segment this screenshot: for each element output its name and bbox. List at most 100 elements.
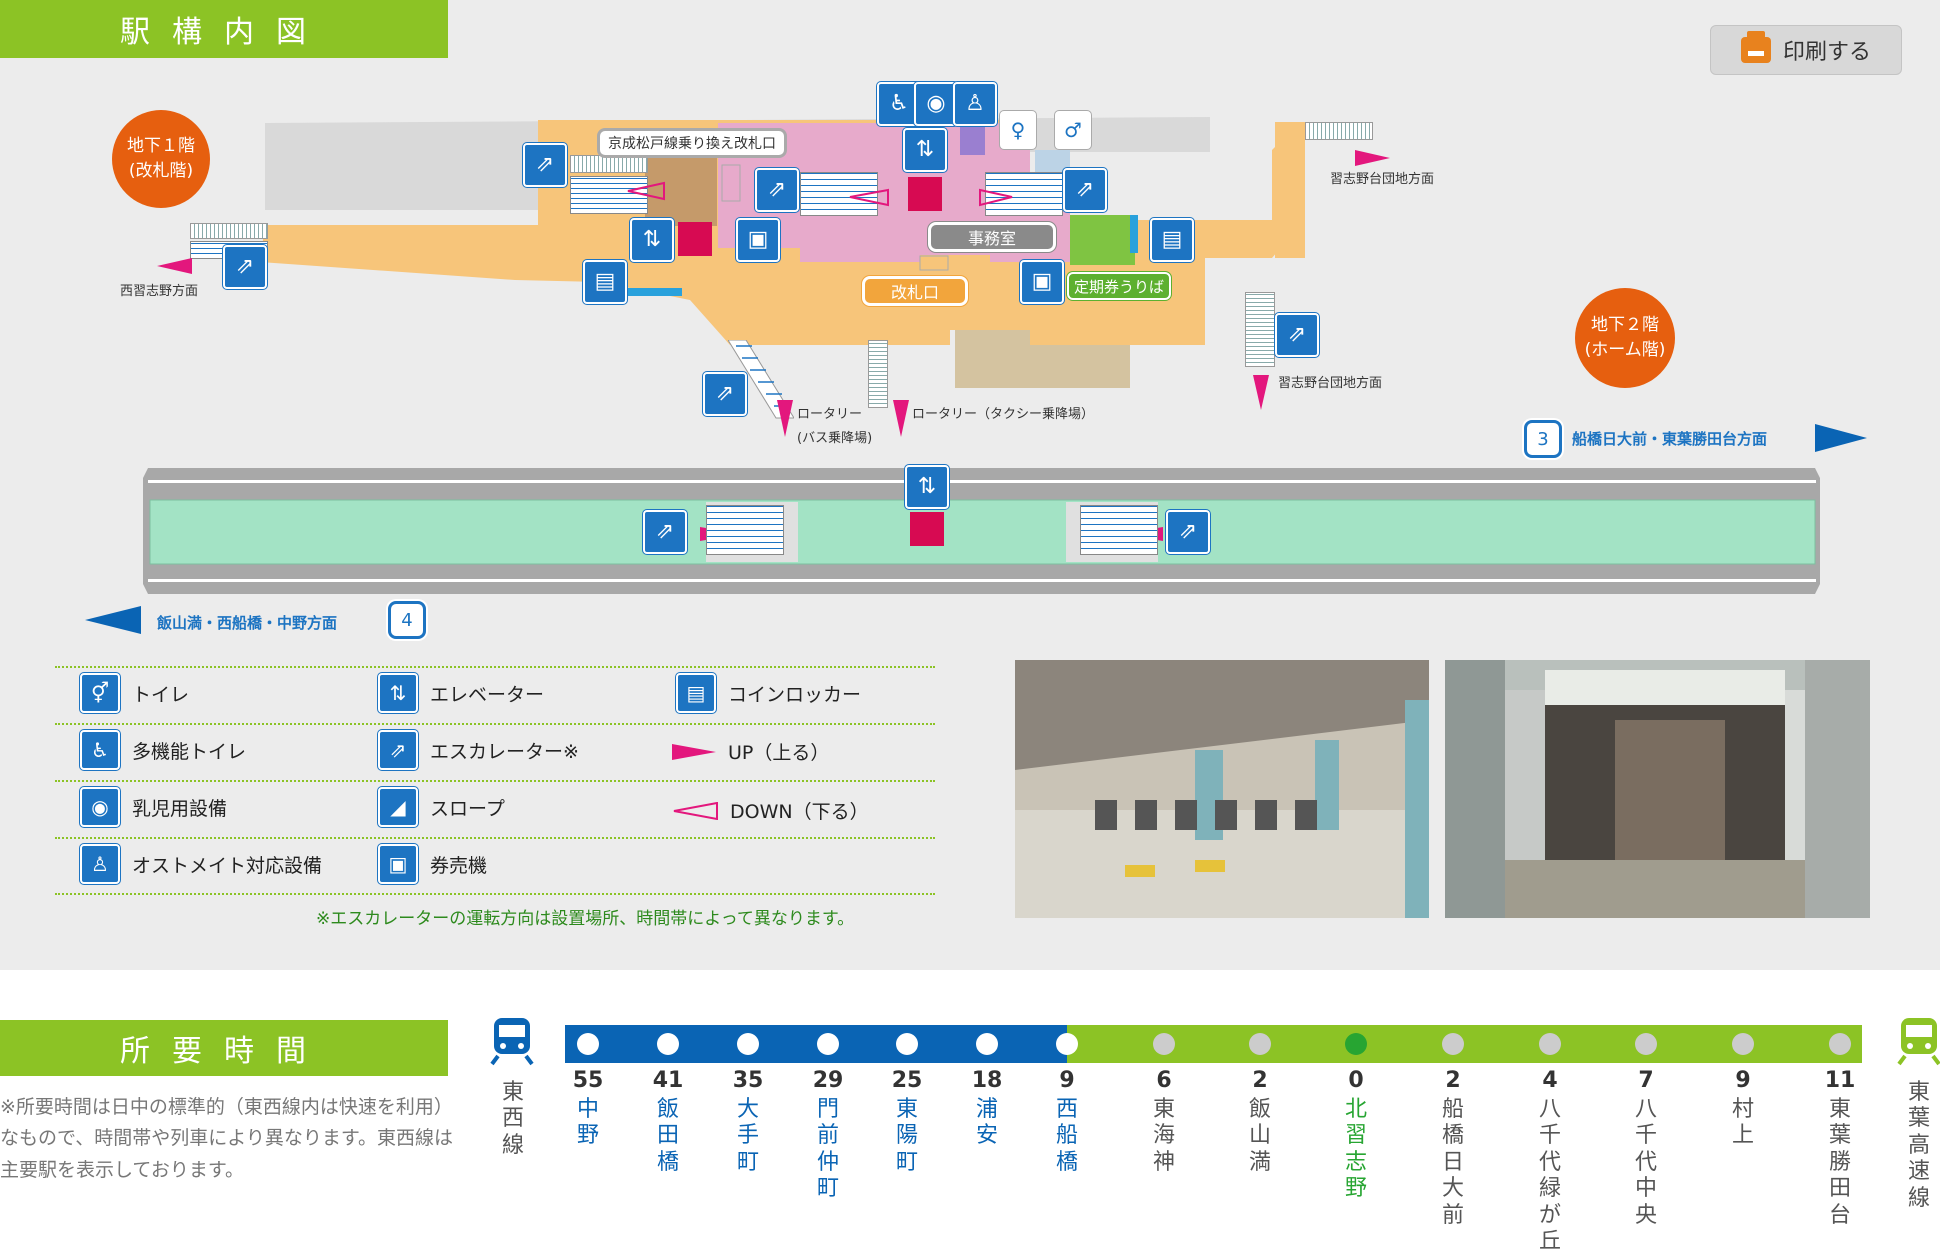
legend-item-baby: ◉乳児用設備 [80,787,227,827]
direction-narashinodai-top: 習志野台団地方面 [1330,172,1435,187]
legend-label: スロープ [430,797,505,820]
arrow-taxi-rotary [893,400,909,437]
station-dot [657,1033,679,1055]
arrow-keisei-down [627,181,665,201]
floor-b2-desc: (ホーム階) [1584,340,1666,360]
station-dot [817,1033,839,1055]
keisei-gate-area [645,148,717,226]
station-dot [1539,1033,1561,1055]
station-name: 船橋日大前 [1441,1097,1464,1228]
male-toilet-icon: ♂ [1055,111,1091,149]
legend-label: UP（上る） [728,742,830,764]
floor-b2-name: 地下２階 [1591,315,1659,336]
tozai-train-icon [490,1018,534,1066]
station-minutes: 9 [1735,1068,1751,1093]
escalator-icon: ⇗ [523,143,567,187]
escalator-paid-left [800,172,878,216]
station-name: 西船橋 [1055,1097,1078,1175]
station-name: 浦安 [975,1097,998,1149]
platform-floor-plan [143,468,1820,594]
escalator-keisei [570,176,648,214]
ostomate-icon: ♙ [953,82,997,126]
print-button-label: 印刷する [1782,40,1871,65]
station-minutes: 29 [812,1068,844,1093]
station-name: 八千代緑が丘 [1538,1097,1561,1252]
gate-marks-keisei [721,164,741,202]
legend-item-escalator: ⇗エスカレーター※ [378,730,579,770]
escalator-note: ※エスカレーターの運転方向は設置場所、時間帯によって異なります。 [316,909,855,929]
station-minutes: 2 [1445,1068,1461,1093]
green-room-shape [1070,215,1135,265]
legend-label: コインロッカー [728,683,862,706]
arrow-nishi [157,258,192,274]
floor-b2-badge: 地下２階 (ホーム階) [1575,288,1675,388]
station-minutes: 25 [891,1068,923,1093]
station-name: 中野 [576,1097,599,1149]
coin-locker-icon: ▤ [583,260,627,304]
legend-divider [55,780,935,782]
legend-item-ticket-machine: ▣券売機 [378,844,487,884]
escalator-icon: ⇗ [223,245,267,289]
toyo-line-bar [1067,1025,1862,1063]
station-name: 村上 [1731,1097,1754,1149]
multipurpose-toilet-icon: ♿ [80,730,120,770]
station-name: 北習志野 [1344,1097,1367,1202]
elevator-shaft-keisei [678,222,712,256]
station-name: 八千代中央 [1634,1097,1657,1228]
purple-room-shape [960,123,985,155]
station-dot [1442,1033,1464,1055]
coin-locker-bar [628,288,682,296]
legend-label: DOWN（下る） [730,801,869,823]
station-dot [1056,1033,1078,1055]
elevator-icon: ⇅ [630,218,674,262]
office-label: 事務室 [928,222,1056,252]
keisei-transfer-gate-label: 京成松戸線乗り換え改札口 [597,128,787,158]
print-button[interactable]: 印刷する [1710,25,1902,75]
elevator-icon: ⇅ [905,465,949,509]
platform-elevator-shaft [910,512,944,546]
station-dot [1345,1033,1367,1055]
station-minutes: 55 [572,1068,604,1093]
toyo-train-icon [1897,1018,1940,1066]
direction-nishi-narashino: 西習志野方面 [120,284,199,299]
escalator-icon: ⇗ [1063,168,1107,212]
floor-b1-desc: (改札階) [128,161,194,181]
track-3-direction: 船橋日大前・東葉勝田台方面 [1572,430,1768,448]
legend-item-multipurpose-toilet: ♿ 多機能トイレ [80,730,246,770]
legend-label: エレベーター [430,683,545,706]
arrow-bus-rotary [777,400,793,437]
elevator-icon: ⇅ [378,673,418,713]
station-minutes: 9 [1059,1068,1075,1093]
stairs-narashinodai-right [1245,292,1275,367]
arrow-narashinodai-right [1253,375,1269,410]
station-dot [737,1033,759,1055]
station-name: 東葉勝田台 [1828,1097,1851,1228]
station-minutes: 2 [1252,1068,1268,1093]
down-arrow-icon [673,801,718,820]
direction-narashinodai-right: 習志野台団地方面 [1278,376,1383,391]
toilet-icon: ⚥ [80,673,120,713]
travel-time-title: 所要時間 [0,1020,448,1076]
floor-b1-name: 地下１階 [127,136,195,157]
ostomate-icon: ♙ [80,844,120,884]
station-minutes: 18 [971,1068,1003,1093]
baby-icon: ◉ [80,787,120,827]
track-4-arrow-icon [85,606,141,634]
legend-label: 多機能トイレ [132,740,247,763]
station-minutes: 41 [652,1068,684,1093]
legend-item-toilet: ⚥トイレ [80,673,189,713]
baby-icon: ◉ [914,82,958,126]
legend-item-elevator: ⇅ エレベーター [378,673,544,713]
escalator-icon: ⇗ [703,372,747,416]
escalator-icon: ⇗ [378,730,418,770]
station-name: 飯田橋 [656,1097,679,1175]
station-dot [976,1033,998,1055]
station-minutes: 11 [1824,1068,1856,1093]
multipurpose-toilet-icon: ♿ [877,82,921,126]
slope-icon: ◢ [378,787,418,827]
legend-item-up: UP（上る） [672,738,829,765]
toyo-line-label: 東葉高速線 [1907,1080,1930,1211]
station-dot [1829,1033,1851,1055]
coin-locker-icon: ▤ [676,673,716,713]
